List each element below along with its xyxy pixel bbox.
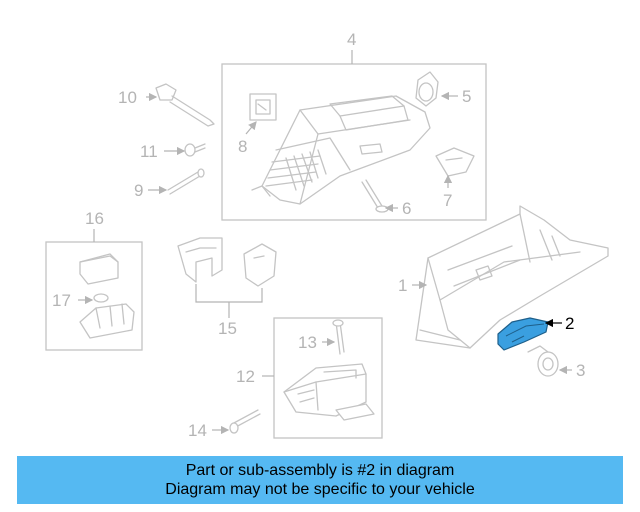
callout-labels: 1 2 3 4 5 6 7 8 9 10 11 12 13 14 15 16 1… [52, 30, 585, 440]
callout-9: 9 [134, 181, 143, 200]
cover-part-7 [435, 147, 475, 177]
upper-assembly-box [221, 50, 487, 221]
highlighted-part-2[interactable] [497, 317, 562, 351]
callout-16: 16 [85, 209, 104, 228]
upper-housing-part [251, 95, 431, 205]
screw-part-11 [184, 143, 206, 157]
callout-8: 8 [238, 137, 247, 156]
callout-6: 6 [402, 199, 411, 218]
bumper-part-5 [415, 71, 439, 107]
callout-10: 10 [118, 88, 137, 107]
parts-diagram: 1 2 3 4 5 6 7 8 9 10 11 12 13 14 15 16 1… [45, 30, 609, 440]
callout-15: 15 [218, 319, 237, 338]
callout-5: 5 [462, 87, 471, 106]
callout-2[interactable]: 2 [565, 314, 574, 333]
lamp-assembly-box [45, 229, 143, 351]
bolt-part-14 [229, 409, 261, 434]
callout-3: 3 [576, 361, 585, 380]
callout-13: 13 [298, 333, 317, 352]
callout-12: 12 [236, 367, 255, 386]
pin-part-6 [361, 179, 389, 213]
compartment-assembly-box [262, 317, 383, 439]
clips-part-15 [177, 237, 277, 318]
leader-lines [78, 91, 572, 435]
callout-7: 7 [443, 191, 452, 210]
banner-line-2: Diagram may not be specific to your vehi… [165, 481, 475, 498]
banner-line-1: Part or sub-assembly is #2 in diagram [185, 462, 455, 479]
glove-box-part-1 [415, 205, 609, 349]
callout-1: 1 [398, 276, 407, 295]
latch-part-8 [249, 93, 277, 121]
callout-11: 11 [140, 142, 158, 161]
callout-17: 17 [52, 291, 71, 310]
bumper-part-3 [527, 345, 559, 377]
info-banner: Part or sub-assembly is #2 in diagram Di… [17, 456, 623, 504]
damper-part-10 [155, 83, 215, 127]
callout-4: 4 [347, 30, 356, 49]
rod-part-9 [167, 168, 205, 195]
callout-14: 14 [188, 421, 207, 440]
